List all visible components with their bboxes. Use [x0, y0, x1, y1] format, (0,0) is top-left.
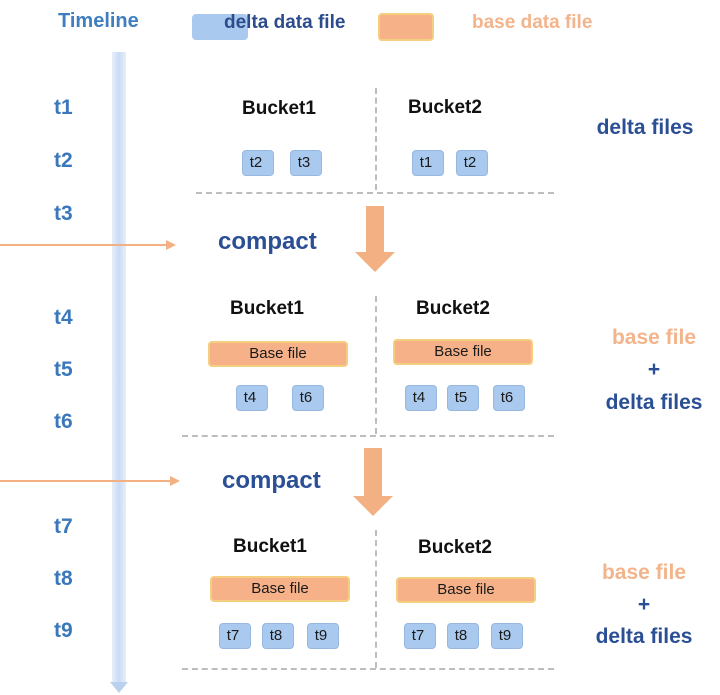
bucket2-title: Bucket2	[418, 537, 492, 558]
bucket-divider	[375, 296, 377, 434]
timeline-tick: t5	[54, 358, 73, 381]
timeline-tick: t9	[54, 619, 73, 642]
stage-separator	[182, 435, 554, 437]
timeline-title: Timeline	[58, 10, 139, 32]
base-file: Base file	[210, 576, 350, 602]
timeline-tick: t1	[54, 96, 73, 119]
stage2-note-delta: delta files	[605, 391, 703, 414]
bucket2-title: Bucket2	[416, 298, 490, 319]
delta-file: t6	[493, 385, 525, 411]
compact-arrow-shaft	[364, 448, 382, 496]
base-file: Base file	[396, 577, 536, 603]
stage-separator	[182, 668, 554, 670]
delta-file: t7	[404, 623, 436, 649]
bucket1-title: Bucket1	[233, 536, 307, 557]
base-file: Base file	[208, 341, 348, 367]
compact-pointer-line	[0, 480, 170, 482]
compact-pointer-arrow-icon	[166, 240, 176, 250]
base-file-legend-swatch	[378, 13, 434, 41]
bucket-divider	[375, 530, 377, 668]
timeline-tick: t7	[54, 515, 73, 538]
base-file: Base file	[393, 339, 533, 365]
delta-file: t2	[242, 150, 274, 176]
stage2-note-plus: +	[647, 358, 661, 381]
bucket2-title: Bucket2	[408, 97, 482, 118]
base-file-legend-label: base data file	[472, 12, 593, 33]
compact-label: compact	[218, 228, 317, 255]
delta-file-legend-swatch	[192, 14, 248, 40]
stage2-note-base: base file	[611, 326, 697, 349]
delta-file: t8	[447, 623, 479, 649]
delta-file: t4	[236, 385, 268, 411]
stage3-note-base: base file	[601, 561, 687, 584]
compact-pointer-arrow-icon	[170, 476, 180, 486]
timeline-tick: t6	[54, 410, 73, 433]
timeline-tick: t2	[54, 149, 73, 172]
compact-arrow-shaft	[366, 206, 384, 252]
delta-file: t7	[219, 623, 251, 649]
stage-separator	[196, 192, 554, 194]
delta-file: t1	[412, 150, 444, 176]
down-arrow-icon	[353, 496, 393, 516]
timeline-axis	[112, 52, 126, 684]
stage1-note: delta files	[596, 116, 694, 139]
delta-file: t4	[405, 385, 437, 411]
timeline-tick: t8	[54, 567, 73, 590]
delta-file: t8	[262, 623, 294, 649]
delta-file: t2	[456, 150, 488, 176]
down-arrow-icon	[355, 252, 395, 272]
bucket1-title: Bucket1	[230, 298, 304, 319]
stage3-note-delta: delta files	[595, 625, 693, 648]
delta-file: t9	[307, 623, 339, 649]
compact-label: compact	[222, 467, 321, 494]
timeline-arrow-icon	[110, 682, 128, 693]
timeline-tick: t3	[54, 202, 73, 225]
stage3-note-plus: +	[637, 593, 651, 616]
compact-pointer-line	[0, 244, 166, 246]
bucket-divider	[375, 88, 377, 190]
delta-file: t6	[292, 385, 324, 411]
bucket1-title: Bucket1	[242, 98, 316, 119]
delta-file-legend-label: delta data file	[224, 12, 346, 33]
delta-file: t5	[447, 385, 479, 411]
delta-file: t3	[290, 150, 322, 176]
delta-file: t9	[491, 623, 523, 649]
timeline-tick: t4	[54, 306, 73, 329]
